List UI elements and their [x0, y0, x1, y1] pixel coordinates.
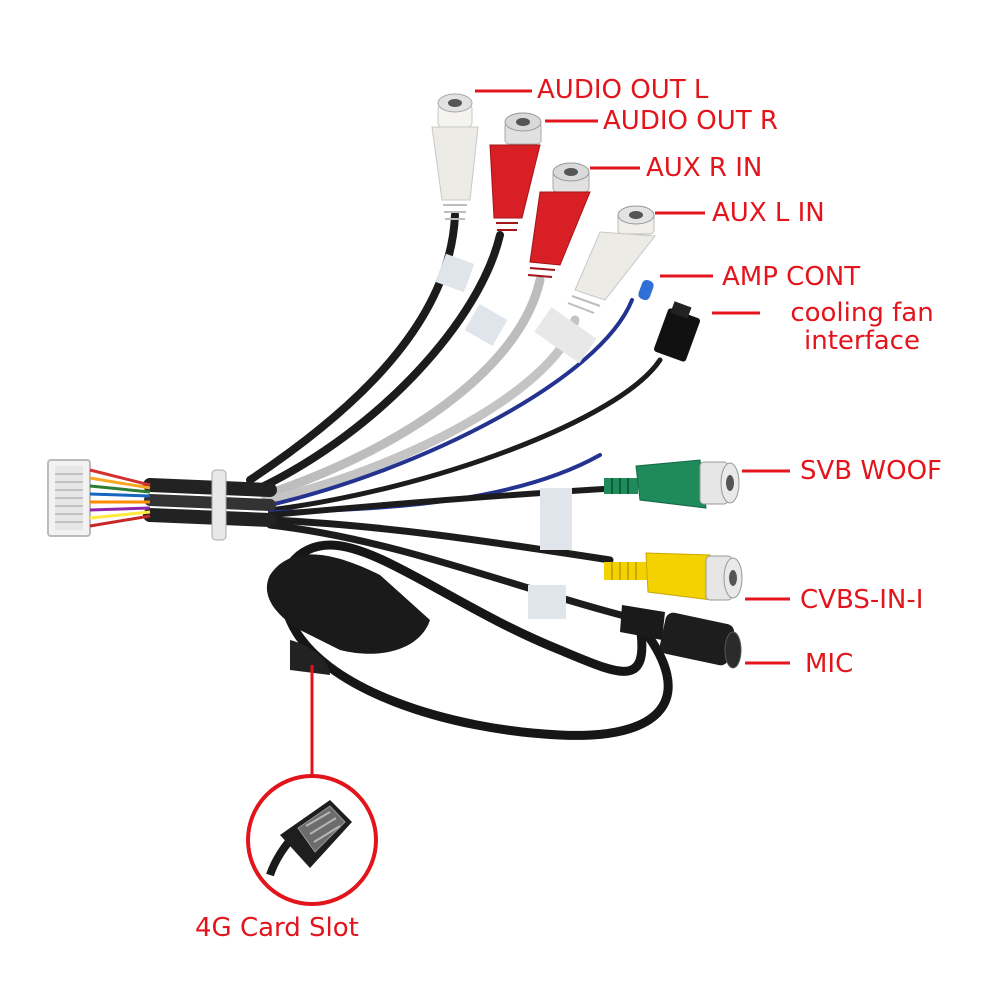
cable-aux-r-in: [260, 275, 545, 500]
cables: [143, 211, 673, 740]
cable-audio-out-r: [256, 231, 504, 492]
rca-svb-woof: [604, 459, 740, 509]
cooling-fan-connector: [654, 301, 700, 362]
cable-cvbs: [266, 516, 614, 564]
label-audio-out-l: AUDIO OUT L: [537, 75, 709, 105]
rca-aux-l-in: [567, 205, 656, 314]
cable-audio-out-l: [246, 211, 459, 484]
rca-cvbs-in: [604, 552, 743, 601]
cable-fan: [267, 357, 663, 513]
rca-aux-r-in: [527, 162, 591, 278]
label-audio-out-r: AUDIO OUT R: [603, 106, 778, 136]
main-harness-connector: [47, 459, 227, 541]
label-cooling-fan-line2: interface: [804, 326, 920, 356]
4g-module-housing: [266, 554, 430, 675]
label-cvbs-in: CVBS-IN-I: [800, 585, 924, 615]
label-4g-card-slot: 4G Card Slot: [195, 913, 359, 943]
cable-amp-cont: [268, 298, 634, 507]
label-aux-r-in: AUX R IN: [646, 153, 763, 183]
callout-lines: [310, 89, 790, 778]
label-mic: MIC: [805, 649, 854, 679]
cable-tags: [435, 253, 597, 619]
cable-mic: [266, 521, 644, 624]
rca-audio-out-l: [431, 93, 479, 220]
cable-svb-woof: [267, 485, 623, 518]
label-cooling-fan-line1: cooling fan: [790, 298, 934, 328]
label-svb-woof: SVB WOOF: [800, 456, 942, 486]
card-slot-zoom: [246, 774, 378, 906]
rca-audio-out-r: [489, 112, 542, 231]
amp-cont-wire-tip: [638, 279, 654, 301]
label-cooling-fan: cooling fan interface: [772, 299, 952, 355]
label-amp-cont: AMP CONT: [722, 262, 861, 292]
label-aux-l-in: AUX L IN: [712, 198, 825, 228]
mic-jack: [620, 605, 742, 669]
